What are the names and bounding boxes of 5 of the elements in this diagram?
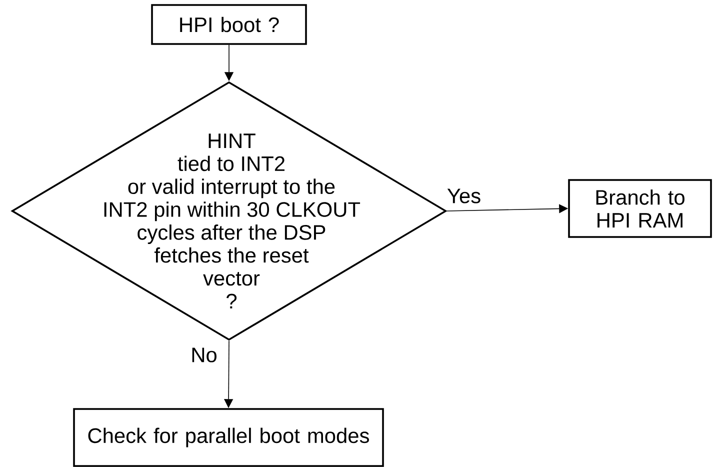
edge-label: No [190,346,218,364]
process-box: Check for parallel boot modes [73,408,384,467]
process-box: HPI boot ? [151,4,307,45]
process-box: Branch to HPI RAM [568,179,712,238]
edge-label: Yes [446,188,482,204]
